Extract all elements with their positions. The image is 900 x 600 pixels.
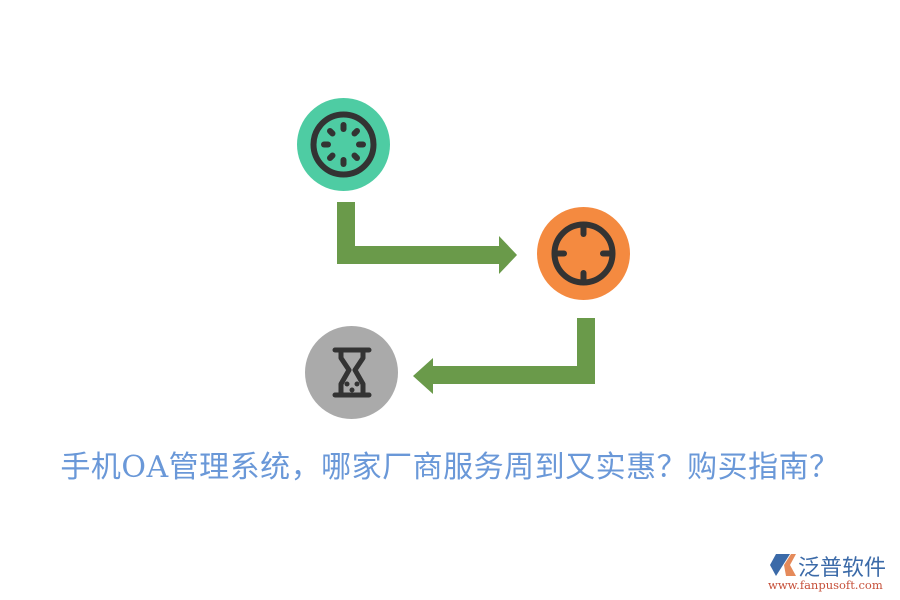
crosshair-target-icon	[551, 221, 616, 286]
page-title: 手机OA管理系统，哪家厂商服务周到又实惠？购买指南？	[60, 450, 840, 485]
node-loading	[297, 98, 390, 191]
hourglass-icon	[332, 347, 372, 398]
node-target	[537, 207, 630, 300]
brand-logo: 泛普软件 www.fanpusoft.com	[768, 550, 896, 594]
loading-spinner-icon	[310, 111, 377, 178]
brand-name: 泛普软件	[798, 556, 887, 581]
brand-url: www.fanpusoft.com	[768, 578, 883, 592]
arrow-right-icon	[337, 202, 517, 274]
arrow-left-icon	[413, 318, 595, 394]
node-hourglass	[305, 326, 398, 419]
fanpu-logo-icon	[770, 554, 796, 576]
